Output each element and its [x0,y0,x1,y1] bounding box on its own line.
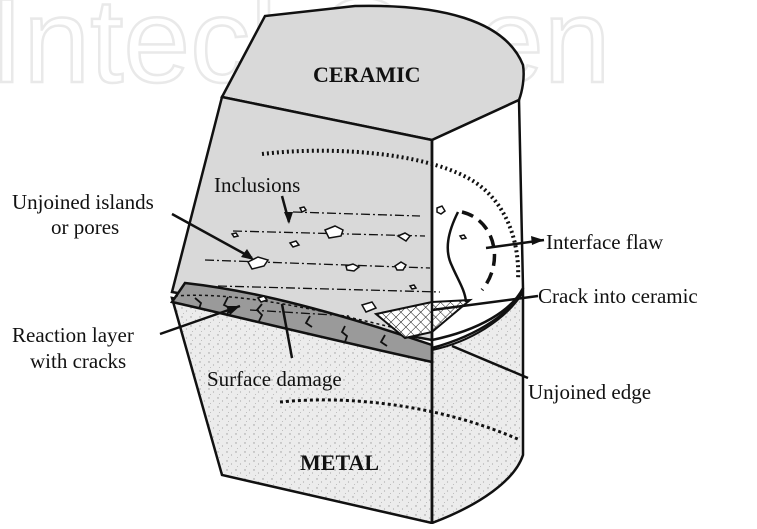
surface-damage-label: Surface damage [207,367,342,391]
reaction-layer-label-line1: Reaction layer [12,323,134,347]
interface-flaw-label: Interface flaw [546,230,664,254]
unjoined-edge-label: Unjoined edge [528,380,651,404]
metal-label: METAL [300,450,379,475]
reaction-layer-label-line2: with cracks [30,349,126,373]
ceramic-label: CERAMIC [313,62,421,87]
crack-into-ceramic-label: Crack into ceramic [538,284,698,308]
inclusions-label: Inclusions [214,173,300,197]
unjoined-islands-label-line2: or pores [51,215,119,239]
unjoined-islands-label-line1: Unjoined islands [12,190,154,214]
